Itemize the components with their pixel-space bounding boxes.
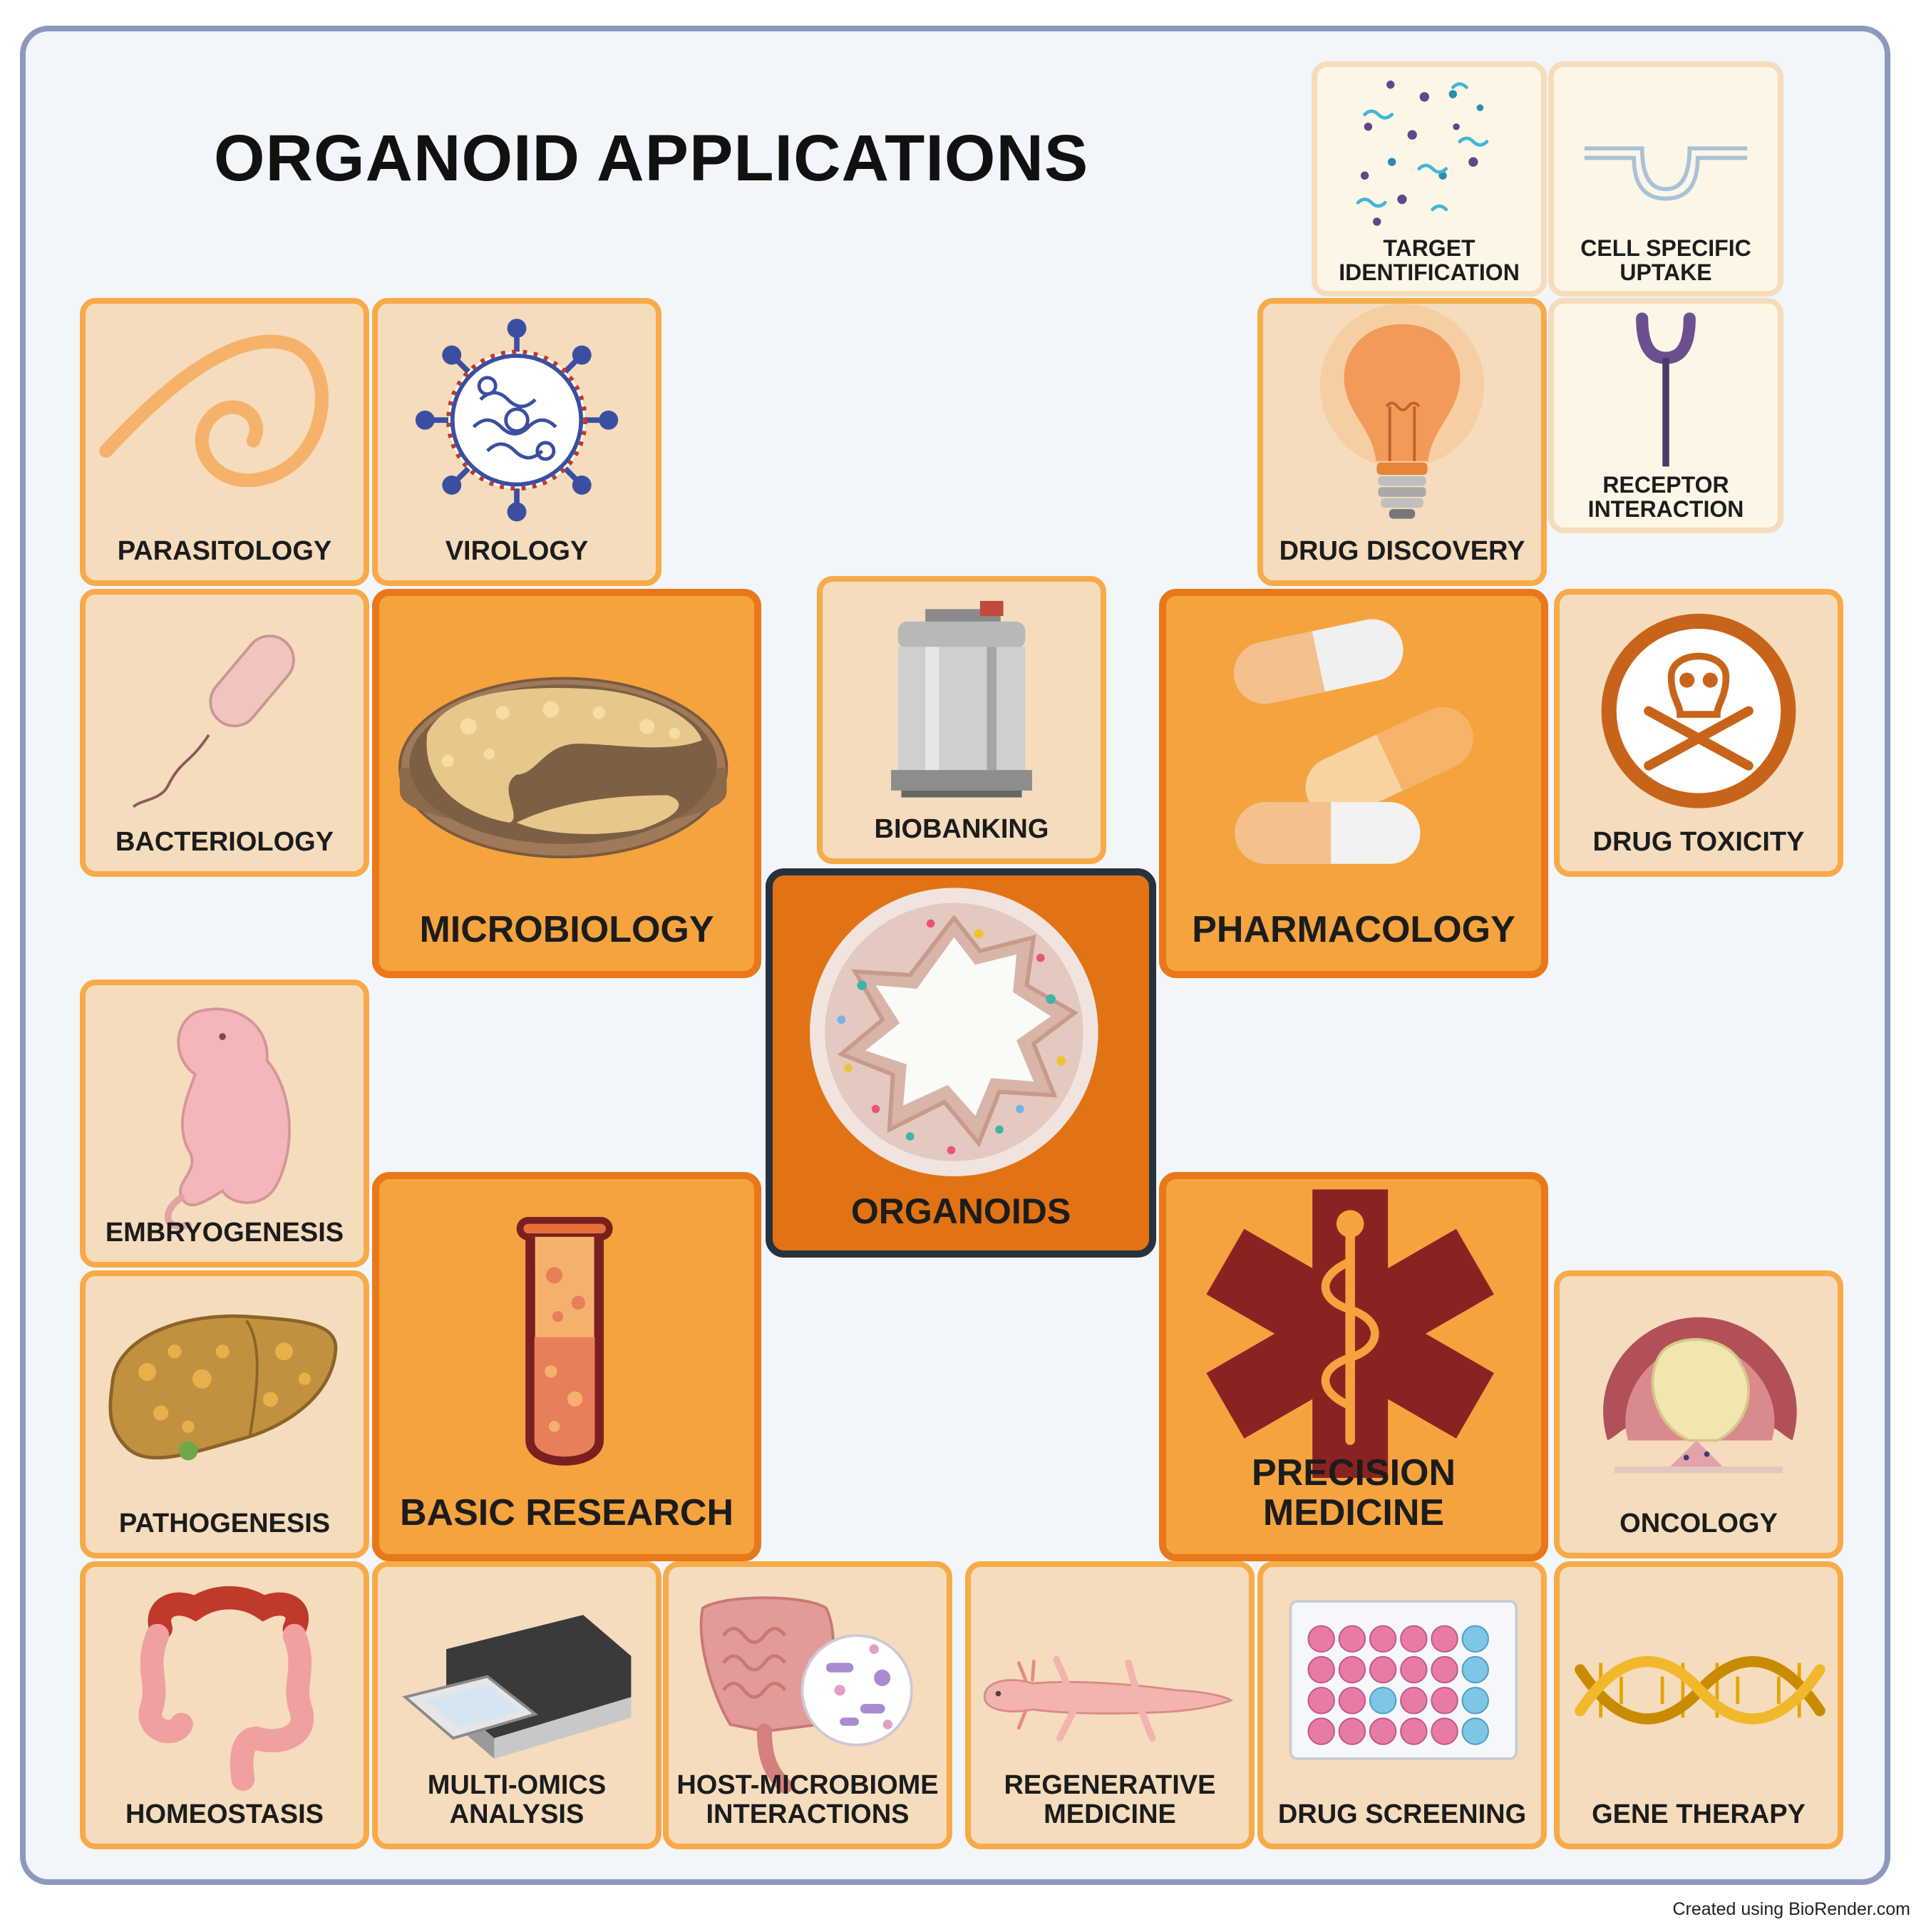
tile-target-identification: TARGET IDENTIFICATION — [1312, 61, 1547, 297]
tile-label: REGENERATIVE MEDICINE — [1004, 1769, 1216, 1829]
tile-label: MICROBIOLOGY — [419, 908, 714, 950]
tile-label: DRUG TOXICITY — [1592, 826, 1805, 857]
pills-icon — [1234, 619, 1473, 864]
molecules-icon — [1356, 81, 1489, 226]
skull-crossbones-icon — [1601, 613, 1796, 808]
tile-label: PARASITOLOGY — [117, 535, 332, 566]
tile-label: BIOBANKING — [874, 813, 1049, 844]
tile-microbiology: MICROBIOLOGY — [372, 589, 761, 978]
tile-precision-medicine: PRECISION MEDICINE — [1159, 1172, 1548, 1561]
tile-biobanking: BIOBANKING — [817, 576, 1106, 864]
virus-icon — [415, 319, 619, 522]
well-plate-icon — [1289, 1600, 1518, 1760]
test-tube-icon — [516, 1216, 613, 1466]
tile-label: TARGET IDENTIFICATION — [1339, 235, 1520, 286]
tile-multi-omics: MULTI-OMICS ANALYSIS — [372, 1561, 661, 1849]
star-of-life-icon — [1206, 1189, 1494, 1479]
credit-text: Created using BioRender.com — [1672, 1899, 1910, 1919]
tile-label: PHARMACOLOGY — [1192, 908, 1515, 950]
tile-gene-therapy: GENE THERAPY — [1554, 1561, 1843, 1849]
tile-label: GENE THERAPY — [1592, 1799, 1806, 1829]
tile-label: DRUG SCREENING — [1277, 1799, 1527, 1829]
tile-parasitology: PARASITOLOGY — [80, 298, 369, 586]
parasite-worm-icon — [99, 334, 329, 488]
tile-label: VIROLOGY — [445, 535, 589, 566]
tile-label: PRECISION MEDICINE — [1251, 1451, 1456, 1533]
petri-dish-icon — [398, 677, 728, 859]
tumor-icon — [1603, 1317, 1797, 1474]
tile-label: EMBRYOGENESIS — [105, 1217, 344, 1248]
tile-drug-discovery: DRUG DISCOVERY — [1257, 298, 1547, 586]
tile-host-microbiome: HOST-MICROBIOME INTERACTIONS — [663, 1561, 952, 1849]
tile-label: HOST-MICROBIOME INTERACTIONS — [676, 1769, 939, 1829]
tile-label: ORGANOIDS — [850, 1191, 1071, 1231]
membrane-uptake-icon — [1584, 146, 1748, 201]
cryo-tank-icon — [891, 600, 1032, 798]
diagram-title: ORGANOID APPLICATIONS — [214, 122, 1089, 195]
tile-label: ONCOLOGY — [1619, 1508, 1778, 1538]
tile-receptor-interaction: RECEPTOR INTERACTION — [1548, 298, 1783, 533]
intestine-microbiome-icon — [699, 1596, 913, 1794]
axolotl-icon — [983, 1655, 1234, 1742]
tile-label: BASIC RESEARCH — [399, 1491, 734, 1533]
bacterium-icon — [132, 634, 295, 808]
tile-virology: VIROLOGY — [372, 298, 661, 586]
tile-oncology: ONCOLOGY — [1554, 1270, 1843, 1558]
tile-label: HOMEOSTASIS — [125, 1799, 324, 1829]
tile-embryogenesis: EMBRYOGENESIS — [80, 980, 369, 1268]
tile-pathogenesis: PATHOGENESIS — [80, 1270, 369, 1558]
receptor-icon — [1636, 312, 1696, 467]
tile-label: RECEPTOR INTERACTION — [1587, 471, 1744, 523]
tile-basic-research: BASIC RESEARCH — [372, 1172, 761, 1561]
diseased-liver-icon — [108, 1314, 338, 1461]
tile-organoids: ORGANOIDS — [766, 868, 1156, 1258]
lightbulb-icon — [1319, 304, 1485, 519]
tile-label: CELL SPECIFIC UPTAKE — [1580, 235, 1751, 286]
organoid-cross-section-icon — [810, 888, 1098, 1176]
tile-label: PATHOGENESIS — [118, 1508, 331, 1538]
embryo-icon — [164, 1007, 291, 1230]
dna-helix-icon — [1575, 1656, 1825, 1725]
tile-label: DRUG DISCOVERY — [1279, 535, 1525, 566]
tile-drug-toxicity: DRUG TOXICITY — [1554, 589, 1843, 877]
tile-pharmacology: PHARMACOLOGY — [1159, 589, 1548, 978]
colon-icon — [138, 1586, 314, 1792]
tile-regenerative-medicine: REGENERATIVE MEDICINE — [965, 1561, 1255, 1849]
tile-cell-specific-uptake: CELL SPECIFIC UPTAKE — [1548, 61, 1783, 297]
tile-label: BACTERIOLOGY — [115, 826, 334, 857]
tile-bacteriology: BACTERIOLOGY — [80, 589, 369, 877]
plate-reader-icon — [402, 1615, 632, 1759]
tile-drug-screening: DRUG SCREENING — [1257, 1561, 1547, 1849]
tile-homeostasis: HOMEOSTASIS — [80, 1561, 369, 1849]
tile-label: MULTI-OMICS ANALYSIS — [427, 1769, 607, 1829]
